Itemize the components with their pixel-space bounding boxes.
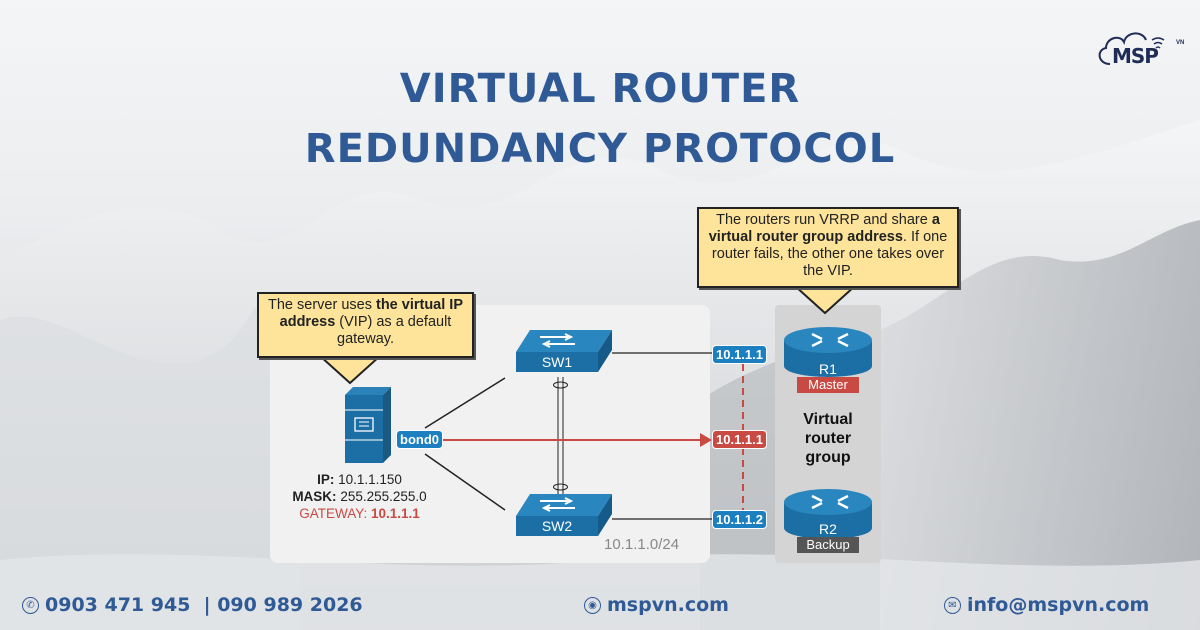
server-config: IP: 10.1.1.150 MASK: 255.255.255.0 GATEW… xyxy=(272,471,447,522)
router-label-r2: R2 xyxy=(819,521,837,537)
logo-superscript: VN xyxy=(1176,40,1185,46)
callout-server: The server uses the virtual IP address (… xyxy=(257,292,474,358)
role-badge-master: Master xyxy=(797,377,859,393)
isl-bundle-bottom xyxy=(553,483,568,491)
switch-icon-sw2 xyxy=(516,494,612,536)
email-link[interactable]: info@mspvn.com xyxy=(967,594,1150,616)
footer-phone: ✆ 0903 471 945 | 090 989 2026 xyxy=(22,594,363,616)
router-icon-r1 xyxy=(784,327,872,377)
switch-label-sw2: SW2 xyxy=(541,518,573,534)
footer-website: ◉ mspvn.com xyxy=(584,594,729,616)
footer-email: ✉ info@mspvn.com xyxy=(944,594,1149,616)
callout-server-text-pre: The server uses xyxy=(267,297,376,313)
callout-routers-text-post: . If one router fails, the other one tak… xyxy=(711,229,948,279)
callout-routers-text-pre: The routers run VRRP and share xyxy=(716,212,932,228)
server-icon xyxy=(345,387,391,463)
subnet-label: 10.1.1.0/24 xyxy=(604,536,680,553)
link-server-sw2 xyxy=(424,453,506,511)
group-label-line-1: Virtual xyxy=(803,411,853,428)
phone-numbers[interactable]: 0903 471 945 | 090 989 2026 xyxy=(45,594,363,616)
msp-logo: MSP VN xyxy=(1090,24,1190,74)
website-link[interactable]: mspvn.com xyxy=(607,594,729,616)
callout-server-text-post: (VIP) as a default gateway. xyxy=(335,314,452,347)
switch-icon-sw1 xyxy=(516,330,612,372)
interface-bond0: bond0 xyxy=(396,430,443,449)
virtual-ip-label: 10.1.1.1 xyxy=(712,430,767,449)
phone-icon: ✆ xyxy=(22,596,39,614)
mask-value: 255.255.255.0 xyxy=(340,489,427,504)
gateway-arrow-head xyxy=(700,433,712,447)
callout-routers: The routers run VRRP and share a virtual… xyxy=(697,207,959,288)
router-icon-r2 xyxy=(784,489,872,539)
mail-icon: ✉ xyxy=(944,596,961,614)
isl-bundle-top xyxy=(553,381,568,389)
title-line-1: VIRTUAL ROUTER xyxy=(399,66,801,112)
callout-routers-text-bold: a virtual router group address xyxy=(708,212,940,245)
callout-server-pointer xyxy=(317,355,383,385)
group-label-line-3: group xyxy=(805,449,851,466)
mask-label: MASK: xyxy=(292,489,337,504)
group-label-line-2: router xyxy=(804,430,852,447)
callout-server-text-bold: the virtual IP address xyxy=(279,297,464,330)
globe-icon: ◉ xyxy=(584,596,601,614)
role-badge-backup: Backup xyxy=(797,537,859,553)
interface-r2-ip: 10.1.1.2 xyxy=(712,510,767,529)
gateway-value: 10.1.1.1 xyxy=(370,506,420,521)
gateway-label: GATEWAY: xyxy=(299,506,368,521)
router-label-r1: R1 xyxy=(819,361,837,377)
ip-value: 10.1.1.150 xyxy=(338,472,402,487)
ip-label: IP: xyxy=(317,472,335,487)
logo-text: MSP xyxy=(1112,44,1159,68)
title-line-2: REDUNDANCY PROTOCOL xyxy=(304,126,896,172)
interface-r1-ip: 10.1.1.1 xyxy=(712,345,767,364)
callout-router-pointer xyxy=(792,285,858,315)
link-server-sw1 xyxy=(424,377,506,429)
switch-label-sw1: SW1 xyxy=(541,354,573,370)
virtual-router-group-label: Virtual router group xyxy=(775,410,881,467)
cloud-wifi-icon xyxy=(1098,32,1165,65)
